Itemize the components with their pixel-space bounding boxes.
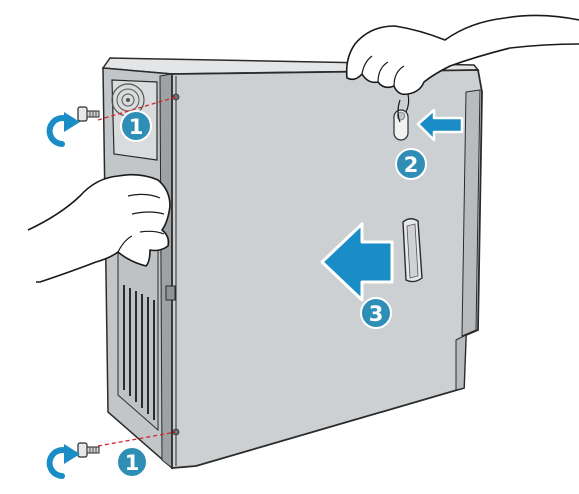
step-number: 1 [129,115,144,139]
step-badge: 1 [120,110,152,142]
top-hand-icon [345,14,579,123]
step-badge: 2 [395,148,427,180]
thumbscrew-icon [77,442,100,458]
expansion-slot-vents [117,234,159,432]
left-hand-icon [27,173,171,283]
left-push-arrow-icon [416,108,464,142]
top-screw-hole [172,93,180,101]
counterclockwise-rotate-arrow-icon [46,112,80,147]
panel-handle [402,218,423,283]
step-badge: 3 [360,297,392,329]
left-slide-arrow-icon [320,222,394,302]
counterclockwise-rotate-arrow-icon [46,444,80,479]
step-badge: 1 [116,446,148,478]
bottom-screw-guide-line [97,431,177,447]
release-button [393,109,409,141]
step-number: 3 [369,302,384,326]
thumbscrew-icon [77,106,100,122]
step-number: 1 [125,451,140,475]
step-number: 2 [404,153,419,177]
